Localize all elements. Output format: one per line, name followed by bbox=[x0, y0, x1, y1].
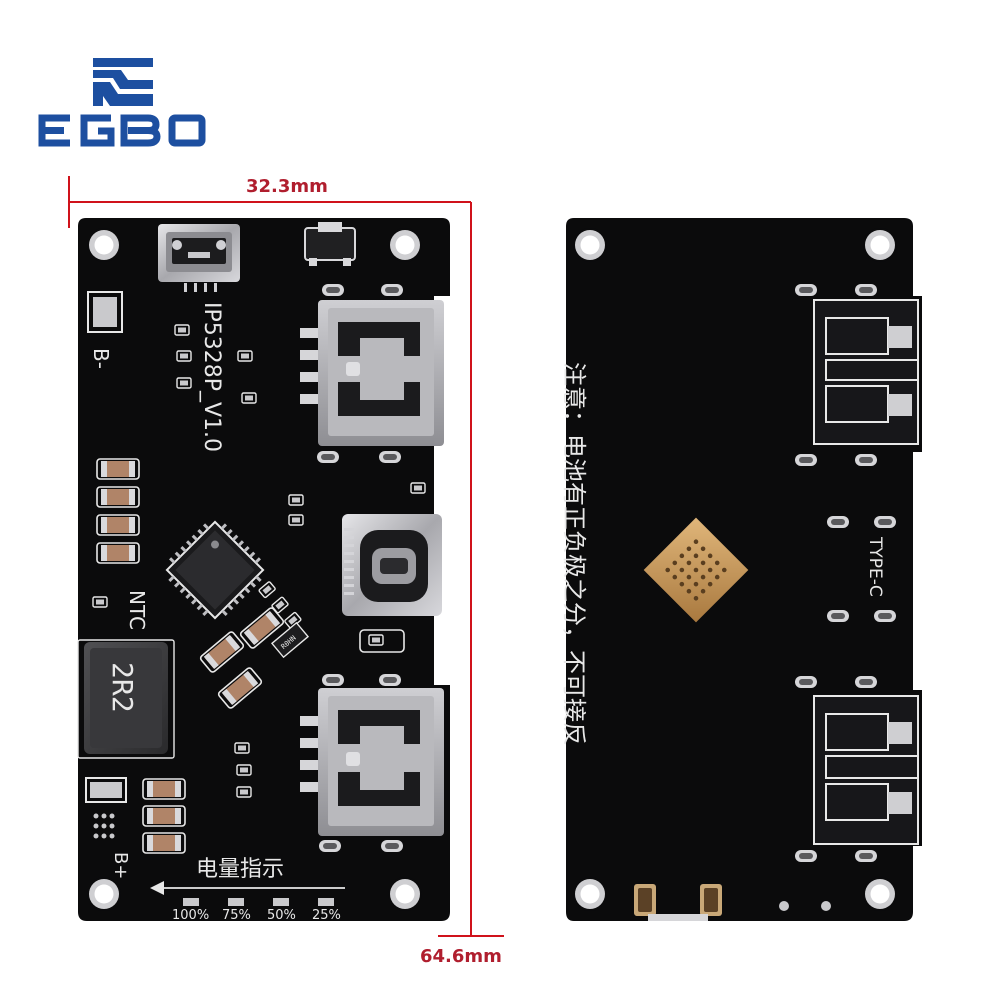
micro-usb-footprint bbox=[634, 884, 831, 921]
usb-a-footprint-bottom bbox=[795, 676, 919, 862]
usb-a-port-top bbox=[300, 284, 444, 463]
battery-positive-pad: B+ bbox=[85, 777, 131, 879]
led-level-75: 75% bbox=[222, 908, 251, 923]
mounting-hole bbox=[573, 228, 607, 262]
mounting-hole bbox=[87, 877, 121, 911]
dimension-markers: 32.3mm 64.6mm bbox=[68, 176, 504, 967]
warning-text: 注意：电池有正负极之分，不可接反 bbox=[560, 362, 588, 746]
logo-wordmark bbox=[38, 114, 206, 147]
push-button-switch bbox=[304, 222, 356, 266]
back-pcb: 注意：电池有正负极之分，不可接反 bbox=[560, 218, 922, 921]
battery-negative-pad: B- bbox=[87, 291, 123, 369]
micro-usb-port bbox=[158, 224, 240, 292]
mounting-hole bbox=[863, 877, 897, 911]
inductor-2r2: 2R2 bbox=[77, 639, 175, 759]
model-label: IP5328P_V1.0 bbox=[199, 302, 224, 452]
front-pcb: B- IP5328P_V1.0 bbox=[77, 218, 450, 923]
usb-a-port-bottom bbox=[300, 674, 444, 852]
logo-emblem-icon bbox=[93, 58, 153, 106]
arrow-left-icon bbox=[150, 881, 164, 895]
mounting-hole bbox=[573, 877, 607, 911]
inductor-label: 2R2 bbox=[106, 662, 139, 713]
usb-c-port bbox=[342, 514, 442, 616]
mounting-hole bbox=[388, 228, 422, 262]
led-level-25: 25% bbox=[312, 908, 341, 923]
width-dimension-label: 32.3mm bbox=[246, 176, 328, 197]
mounting-hole bbox=[87, 228, 121, 262]
led-level-50: 50% bbox=[267, 908, 296, 923]
brand-logo bbox=[38, 58, 206, 147]
led-level-100: 100% bbox=[172, 908, 209, 923]
type-c-label: TYPE-C bbox=[865, 536, 885, 597]
usb-a-footprint-top bbox=[795, 284, 919, 466]
ip5328p-chip bbox=[165, 520, 265, 620]
mounting-hole bbox=[388, 877, 422, 911]
mounting-hole bbox=[863, 228, 897, 262]
height-dimension-label: 64.6mm bbox=[420, 946, 502, 967]
b-plus-label: B+ bbox=[110, 852, 131, 879]
b-minus-label: B- bbox=[89, 348, 113, 369]
led-indicators: 100% 75% 50% 25% bbox=[172, 898, 341, 923]
ntc-label: NTC bbox=[125, 590, 149, 630]
battery-indicator-label: 电量指示 bbox=[196, 857, 284, 882]
